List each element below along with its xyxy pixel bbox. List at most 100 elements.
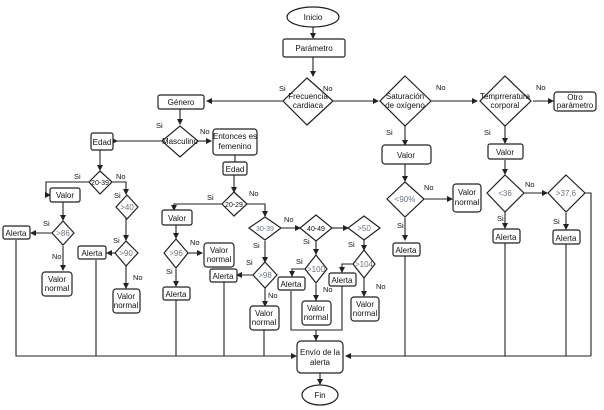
alert-process[interactable]: Alerta	[2, 225, 31, 240]
edge-label-si: Si	[279, 84, 286, 93]
age-process-female[interactable]: Edad	[222, 161, 248, 176]
female-threshold-96-decision[interactable]: >96	[163, 238, 189, 269]
threshold-label: >100	[307, 265, 326, 274]
female-age-40-49-decision[interactable]: 40-49	[299, 214, 333, 242]
normal-label-2: normal	[45, 284, 70, 293]
range-label: 40-49	[307, 226, 325, 233]
female-threshold-104-decision[interactable]: >104	[352, 249, 376, 279]
male-threshold-86-decision[interactable]: >86	[51, 220, 75, 246]
edge-label-no: No	[52, 252, 62, 261]
age-process-male[interactable]: Edad	[90, 132, 114, 151]
edge	[289, 268, 306, 277]
edge	[246, 203, 268, 217]
threshold-label: >86	[56, 229, 70, 238]
male-threshold-90-decision[interactable]: >90	[114, 240, 139, 267]
female-age-50-decision[interactable]: >50	[347, 215, 381, 241]
edge-label-si: Si	[397, 221, 404, 230]
alert-process[interactable]: Alerta	[552, 229, 581, 245]
female-threshold-98-decision[interactable]: >98	[252, 261, 278, 289]
gender-process[interactable]: Género	[157, 94, 205, 110]
alert-process[interactable]: Alerta	[492, 228, 521, 244]
alert-process[interactable]: Alerta	[77, 245, 107, 260]
edge-label-si: Si	[74, 172, 81, 181]
normal-label-1: Valor	[210, 246, 228, 255]
value-label: Valor	[397, 151, 415, 160]
edge-label-si: Si	[156, 121, 163, 130]
alert-process[interactable]: Alerta	[162, 286, 191, 301]
temperature-threshold-37-6-decision[interactable]: >37,6	[547, 174, 586, 213]
normal-label-1: Valor	[356, 300, 374, 309]
female-value-process[interactable]: Valor	[161, 209, 193, 226]
heart-rate-label-1: Frecuencia	[288, 92, 328, 101]
alert-label: Alerta	[496, 233, 517, 242]
oxygen-saturation-decision[interactable]: Saturación de oxígeno	[379, 75, 432, 127]
normal-value-process[interactable]: Valor normal	[41, 271, 73, 297]
edge-label-si: Si	[553, 217, 560, 226]
edge-label-si: Si	[253, 241, 260, 250]
edge-label-no: No	[190, 238, 200, 247]
normal-value-process[interactable]: Valor normal	[350, 296, 380, 322]
alert-label: Alerta	[281, 280, 302, 289]
alert-label: Alerta	[332, 276, 353, 285]
male-age-40-decision[interactable]: >40	[115, 194, 139, 220]
threshold-label: >50	[357, 224, 371, 233]
temperature-threshold-36-decision[interactable]: <36	[486, 174, 525, 213]
edge-label-no: No	[133, 273, 143, 282]
female-age-20-29-decision[interactable]: 20-29	[221, 191, 248, 217]
edge	[15, 240, 297, 359]
edge-label-si: Si	[296, 257, 303, 266]
female-label-1: Entonces es	[213, 132, 257, 141]
female-process[interactable]: Entonces es femenino	[212, 128, 258, 156]
value-label: Valor	[168, 214, 186, 223]
normal-label-2: normal	[353, 309, 378, 318]
heart-rate-label-2: cardiaca	[293, 101, 324, 110]
alert-process[interactable]: Alerta	[328, 272, 357, 287]
other-parameter-process[interactable]: Otro parámetro	[553, 91, 597, 112]
edge-label-si: Si	[207, 193, 214, 202]
alert-process[interactable]: Alerta	[277, 276, 306, 291]
send-alert-label-2: alerta	[310, 358, 331, 367]
end-node[interactable]: Fin	[301, 384, 339, 406]
edge	[585, 192, 592, 356]
edge-label-no: No	[284, 215, 294, 224]
normal-value-process[interactable]: Valor normal	[112, 288, 141, 314]
body-temperature-decision[interactable]: Temprreratura corporal	[479, 75, 532, 127]
edge-label-no: No	[436, 83, 446, 92]
send-alert-process[interactable]: Envío de la alerta	[296, 340, 344, 374]
end-label: Fin	[314, 391, 325, 400]
range-label: 20-39	[91, 180, 109, 187]
age-label: Edad	[93, 138, 112, 147]
oxygen-value-process[interactable]: Valor	[381, 144, 432, 165]
edge-label-si: Si	[114, 191, 121, 200]
edge-label-si: Si	[303, 237, 310, 246]
normal-label-2: normal	[207, 255, 232, 264]
alert-process[interactable]: Alerta	[209, 268, 238, 283]
normal-value-process[interactable]: Valor normal	[203, 242, 235, 268]
alert-label: Alerta	[166, 290, 187, 299]
oxygen-threshold-90-decision[interactable]: <90%	[386, 181, 425, 218]
age-label: Edad	[226, 165, 245, 174]
male-decision[interactable]: Masculino	[161, 125, 199, 158]
female-threshold-100-decision[interactable]: >100	[304, 254, 328, 284]
alert-label: Alerta	[556, 234, 577, 243]
female-age-30-39-decision[interactable]: 30-39	[247, 216, 283, 241]
edge-label-si: Si	[386, 128, 393, 137]
start-node[interactable]: Inicio	[286, 6, 340, 28]
normal-label-2: normal	[252, 318, 277, 327]
threshold-label: >96	[169, 249, 183, 258]
send-alert-label-1: Envío de la	[300, 348, 341, 357]
male-age-20-39-decision[interactable]: 20-39	[88, 170, 113, 195]
alert-process[interactable]: Alerta	[392, 242, 421, 257]
edge-label-no: No	[376, 282, 386, 291]
parameter-process[interactable]: Parámetro	[282, 38, 346, 58]
normal-value-process[interactable]: Valor normal	[249, 305, 280, 331]
edge-label-no: No	[525, 180, 535, 189]
alert-label: Alerta	[82, 249, 103, 258]
normal-value-process[interactable]: Valor normal	[301, 300, 332, 326]
male-value-process[interactable]: Valor	[49, 187, 81, 203]
temperature-value-process[interactable]: Valor	[487, 143, 524, 160]
heart-rate-decision[interactable]: Frecuencia cardiaca	[282, 77, 334, 126]
normal-value-process[interactable]: Valor normal	[452, 183, 482, 213]
parameter-label: Parámetro	[295, 44, 333, 53]
